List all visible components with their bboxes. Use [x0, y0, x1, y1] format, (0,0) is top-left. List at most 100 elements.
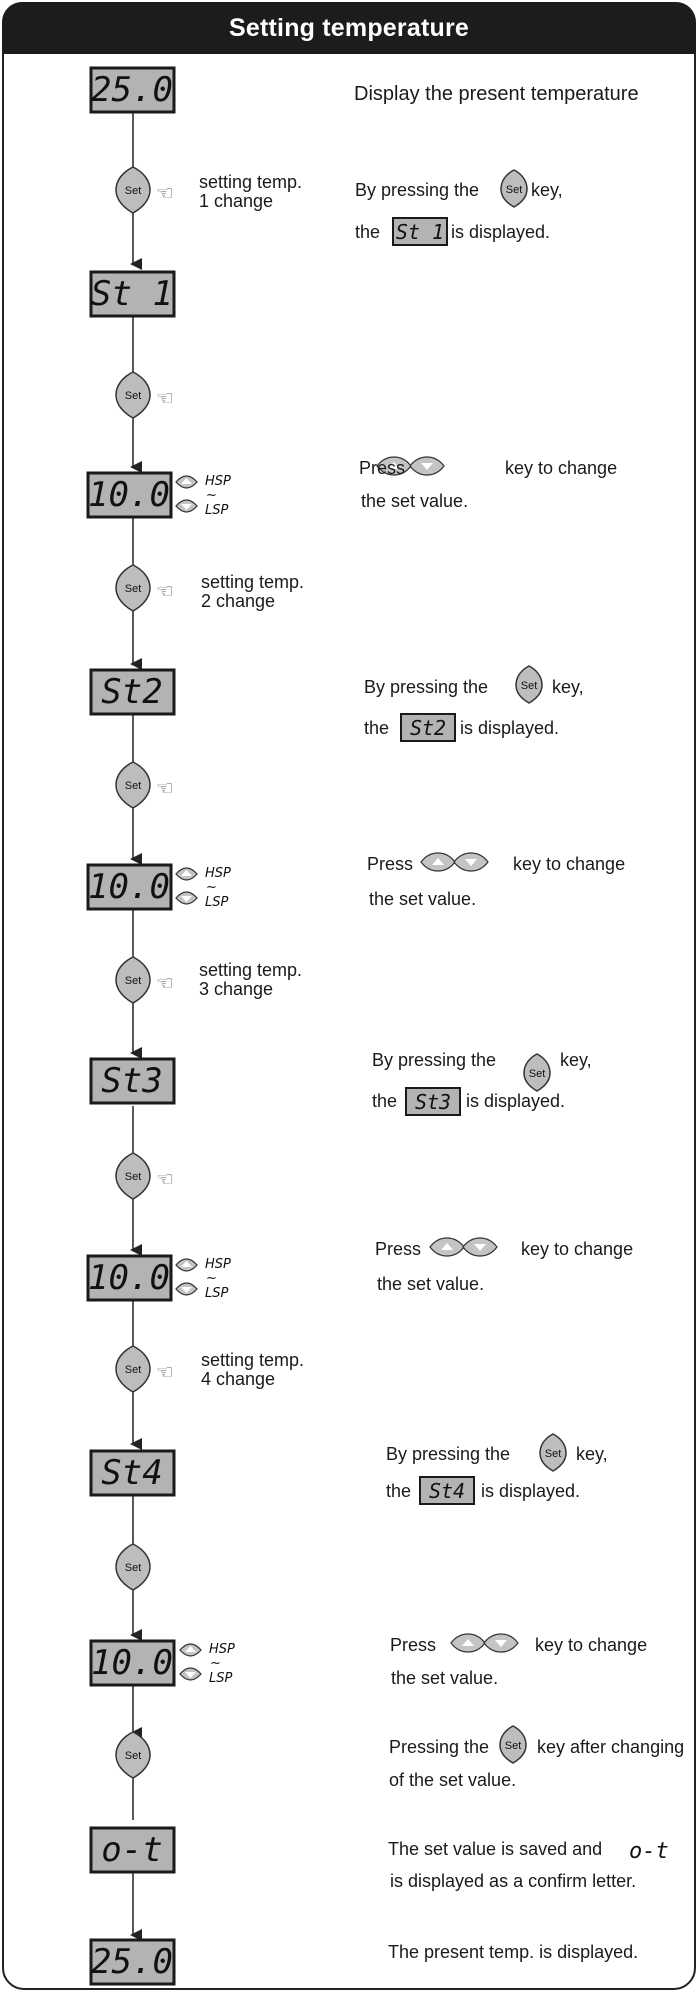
set-key-icon: Set: [539, 1433, 567, 1472]
svg-text:Set: Set: [545, 1448, 562, 1460]
desc-key-to-change: key to change: [505, 458, 618, 478]
desc-key-to-change: key to change: [513, 854, 626, 874]
pointing-hand-icon: ☜: [156, 1362, 174, 1384]
lcd-display-value-1: 10.0: [86, 471, 173, 519]
desc-the: the: [372, 1091, 398, 1111]
desc-present: Display the present temperature: [354, 83, 639, 105]
svg-text:St4: St4: [101, 1453, 162, 1493]
pointing-hand-icon: ☜: [156, 778, 174, 800]
set-key-icon: Set: [500, 169, 528, 208]
svg-text:Set: Set: [529, 1068, 546, 1080]
svg-text:HSP: HSP: [205, 1257, 231, 1272]
svg-text:LSP: LSP: [205, 1286, 228, 1301]
desc-of-set-value: of the set value.: [389, 1770, 517, 1790]
set-key-icon: Set: [499, 1725, 527, 1764]
desc-set-value: the set value.: [391, 1668, 499, 1688]
desc-press-set-3: By pressing the: [372, 1050, 497, 1070]
desc-press: Press: [375, 1239, 422, 1259]
svg-text:~: ~: [206, 1271, 217, 1286]
svg-text:Set: Set: [505, 1740, 522, 1752]
svg-text:St 1: St 1: [396, 220, 444, 244]
desc-is-displayed: is displayed.: [451, 222, 551, 242]
svg-text:Set: Set: [506, 184, 523, 196]
desc-press-set-4: By pressing the: [386, 1444, 511, 1464]
desc-is-displayed: is displayed.: [460, 718, 560, 738]
svg-text:10.0: 10.0: [91, 1643, 173, 1683]
svg-text:Set: Set: [125, 1562, 142, 1574]
set-key-icon[interactable]: Set: [115, 1152, 151, 1200]
set-key-icon[interactable]: Set: [115, 1731, 151, 1779]
lcd-display-value-2: 10.0: [86, 863, 173, 911]
svg-text:10.0: 10.0: [88, 867, 170, 907]
mini-lcd-st4: St4: [419, 1476, 475, 1505]
svg-text:St2: St2: [101, 672, 162, 712]
svg-text:~: ~: [206, 488, 217, 503]
up-down-keys-4[interactable]: HSP ~ LSP: [179, 1642, 235, 1686]
pointing-hand-icon: ☜: [156, 973, 174, 995]
up-down-keys-3[interactable]: HSP ~ LSP: [175, 1257, 231, 1301]
mini-lcd-st2: St2: [400, 713, 456, 742]
svg-text:LSP: LSP: [205, 503, 228, 518]
svg-text:LSP: LSP: [209, 1671, 232, 1686]
svg-text:25.0: 25.0: [91, 1942, 173, 1982]
svg-text:Set: Set: [125, 1364, 142, 1376]
svg-text:~: ~: [206, 880, 217, 895]
up-down-keys-1[interactable]: HSP ~ LSP: [175, 474, 231, 518]
svg-text:10.0: 10.0: [88, 1258, 170, 1298]
mini-lcd-st1: St 1: [392, 217, 448, 246]
set-key-icon[interactable]: Set: [115, 956, 151, 1004]
set-key-icon: Set: [523, 1053, 551, 1092]
desc-press: Press: [367, 854, 414, 874]
step-label-change-3: setting temp. 3 change: [199, 960, 303, 999]
set-key-icon[interactable]: Set: [115, 564, 151, 612]
svg-text:HSP: HSP: [205, 866, 231, 881]
desc-press: Press: [359, 458, 406, 478]
set-key-icon[interactable]: Set: [115, 1543, 151, 1591]
svg-text:St2: St2: [410, 716, 446, 740]
svg-text:Set: Set: [125, 390, 142, 402]
svg-text:Set: Set: [125, 780, 142, 792]
svg-text:St 1: St 1: [91, 274, 173, 314]
set-key-icon[interactable]: Set: [115, 761, 151, 809]
svg-text:Set: Set: [125, 975, 142, 987]
desc-is-displayed: is displayed.: [466, 1091, 566, 1111]
lcd-display-value-3: 10.0: [86, 1254, 173, 1302]
set-key-icon: Set: [515, 665, 543, 704]
desc-key-suffix: key,: [552, 677, 584, 697]
svg-text:Set: Set: [521, 680, 538, 692]
desc-final: The present temp. is displayed.: [388, 1942, 639, 1962]
desc-key-suffix: key,: [560, 1050, 592, 1070]
page-title: Setting temperature: [2, 2, 696, 54]
desc-press-set-1a: By pressing the: [355, 180, 480, 200]
svg-text:Set: Set: [125, 1171, 142, 1183]
set-key-icon[interactable]: Set: [115, 166, 151, 214]
set-key-icon[interactable]: Set: [115, 371, 151, 419]
up-down-inline-keys: [420, 852, 489, 872]
svg-text:St3: St3: [415, 1090, 451, 1114]
pointing-hand-icon: ☜: [156, 581, 174, 603]
lcd-display-final: 25.0: [89, 1938, 176, 1986]
desc-is-displayed: is displayed.: [481, 1481, 581, 1501]
lcd-display-value-4: 10.0: [89, 1639, 176, 1687]
step-label-change-1: setting temp. 1 change: [199, 172, 303, 211]
svg-text:St4: St4: [429, 1479, 465, 1503]
desc-after-changing: key after changing: [537, 1737, 685, 1757]
desc-saved: The set value is saved and: [388, 1839, 603, 1859]
desc-the: the: [386, 1481, 412, 1501]
svg-text:10.0: 10.0: [88, 475, 170, 515]
desc-press-set-2: By pressing the: [364, 677, 489, 697]
desc-confirm-letter: is displayed as a confirm letter.: [390, 1871, 637, 1891]
lcd-display-st3: St3: [89, 1057, 176, 1105]
desc-the: the: [355, 222, 381, 242]
svg-text:25.0: 25.0: [91, 70, 173, 110]
svg-text:Set: Set: [125, 583, 142, 595]
svg-text:HSP: HSP: [205, 474, 231, 489]
svg-text:HSP: HSP: [209, 1642, 235, 1657]
set-key-icon[interactable]: Set: [115, 1345, 151, 1393]
up-down-inline-keys: [450, 1633, 519, 1653]
desc-set-value: the set value.: [377, 1274, 485, 1294]
lcd-display-confirm: o-t: [89, 1826, 176, 1874]
pointing-hand-icon: ☜: [156, 183, 174, 205]
up-down-keys-2[interactable]: HSP ~ LSP: [175, 866, 231, 910]
